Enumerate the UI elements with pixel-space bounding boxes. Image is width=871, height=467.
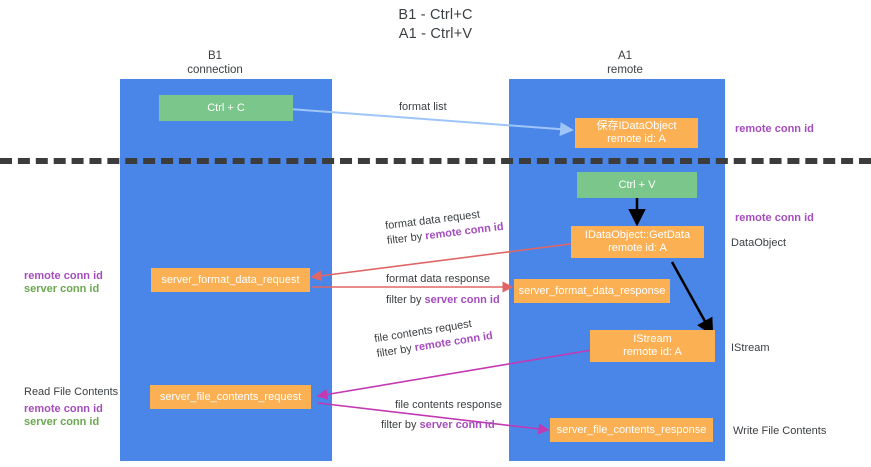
title-line-2: A1 - Ctrl+V — [398, 26, 473, 42]
node-ctrl-c-label: Ctrl + C — [207, 101, 245, 114]
annotation-dataobject: DataObject — [731, 237, 787, 249]
edge-label-file-contents-response-prefix: filter by — [381, 419, 420, 431]
edge-label-format-list: format list — [399, 101, 447, 113]
node-ctrl-v[interactable]: Ctrl + V — [577, 172, 697, 198]
node-istream-line2: remote id: A — [623, 346, 682, 358]
edge-label-format-data-request-prefix: filter by — [386, 230, 426, 248]
annotation-left-bottom-remote-conn-id: remote conn id — [24, 403, 103, 415]
node-save-idataobject[interactable]: 保存IDataObject remote id: A — [575, 118, 698, 148]
column-header-b1: B1 connection — [155, 50, 275, 77]
column-header-b1-sub: connection — [187, 63, 243, 76]
section-divider — [0, 158, 871, 164]
node-server-file-contents-response-label: server_file_contents_response — [556, 423, 707, 436]
node-idataobject-getdata[interactable]: IDataObject::GetData remote id: A — [571, 226, 704, 258]
node-idataobject-getdata-line2: remote id: A — [608, 242, 667, 254]
edge-label-format-data-response-highlight: server conn id — [424, 294, 500, 306]
annotation-left-server-conn-id: server conn id — [24, 283, 100, 295]
edge-label-format-data-response: format data response filter by server co… — [386, 272, 500, 308]
edge-label-format-data-response-prefix: filter by — [386, 294, 425, 306]
node-server-format-data-request-label: server_format_data_request — [161, 273, 300, 286]
node-istream-line1: IStream — [633, 333, 672, 345]
node-ctrl-v-label: Ctrl + V — [618, 178, 656, 191]
annotation-left-bottom-server-conn-id: server conn id — [24, 416, 100, 428]
node-server-format-data-response[interactable]: server_format_data_response — [514, 279, 670, 303]
node-idataobject-getdata-line1: IDataObject::GetData — [584, 229, 691, 241]
column-header-a1-sub: remote — [607, 63, 643, 76]
node-server-format-data-request[interactable]: server_format_data_request — [151, 268, 310, 292]
edge-label-file-contents-response-highlight: server conn id — [419, 419, 495, 431]
annotation-remote-conn-id-top: remote conn id — [735, 123, 814, 135]
node-save-idataobject-line1: 保存IDataObject — [596, 120, 677, 132]
annotation-read-file-contents: Read File Contents — [24, 386, 119, 398]
annotation-remote-conn-id-mid: remote conn id — [735, 212, 814, 224]
annotation-left-remote-conn-id: remote conn id — [24, 270, 103, 282]
column-header-a1-name: A1 — [617, 50, 633, 62]
edge-label-file-contents-response-line1: file contents response — [395, 399, 503, 411]
node-save-idataobject-line2: remote id: A — [607, 133, 666, 145]
node-istream[interactable]: IStream remote id: A — [590, 330, 715, 362]
node-server-file-contents-request-label: server_file_contents_request — [159, 390, 302, 403]
annotation-write-file-contents: Write File Contents — [733, 425, 827, 437]
node-server-file-contents-response[interactable]: server_file_contents_response — [550, 418, 713, 442]
edge-label-format-data-request: format data request filter by remote con… — [384, 205, 504, 249]
title-line-1: B1 - Ctrl+C — [398, 7, 473, 23]
edge-label-file-contents-request: file contents request filter by remote c… — [373, 314, 494, 362]
edge-label-format-data-response-line2: filter by server conn id — [386, 293, 500, 308]
annotation-istream: IStream — [731, 342, 770, 354]
page-title: B1 - Ctrl+C A1 - Ctrl+V — [0, 6, 871, 44]
column-header-a1: A1 remote — [565, 50, 685, 77]
edge-label-file-contents-response: file contents response — [395, 398, 502, 413]
node-server-file-contents-request[interactable]: server_file_contents_request — [150, 385, 311, 409]
node-ctrl-c[interactable]: Ctrl + C — [159, 95, 293, 121]
node-server-format-data-response-label: server_format_data_response — [518, 284, 666, 297]
edge-label-format-data-response-line1: format data response — [386, 273, 490, 285]
edge-label-file-contents-response-filter: filter by server conn id — [381, 418, 495, 433]
column-header-b1-name: B1 — [207, 50, 223, 62]
